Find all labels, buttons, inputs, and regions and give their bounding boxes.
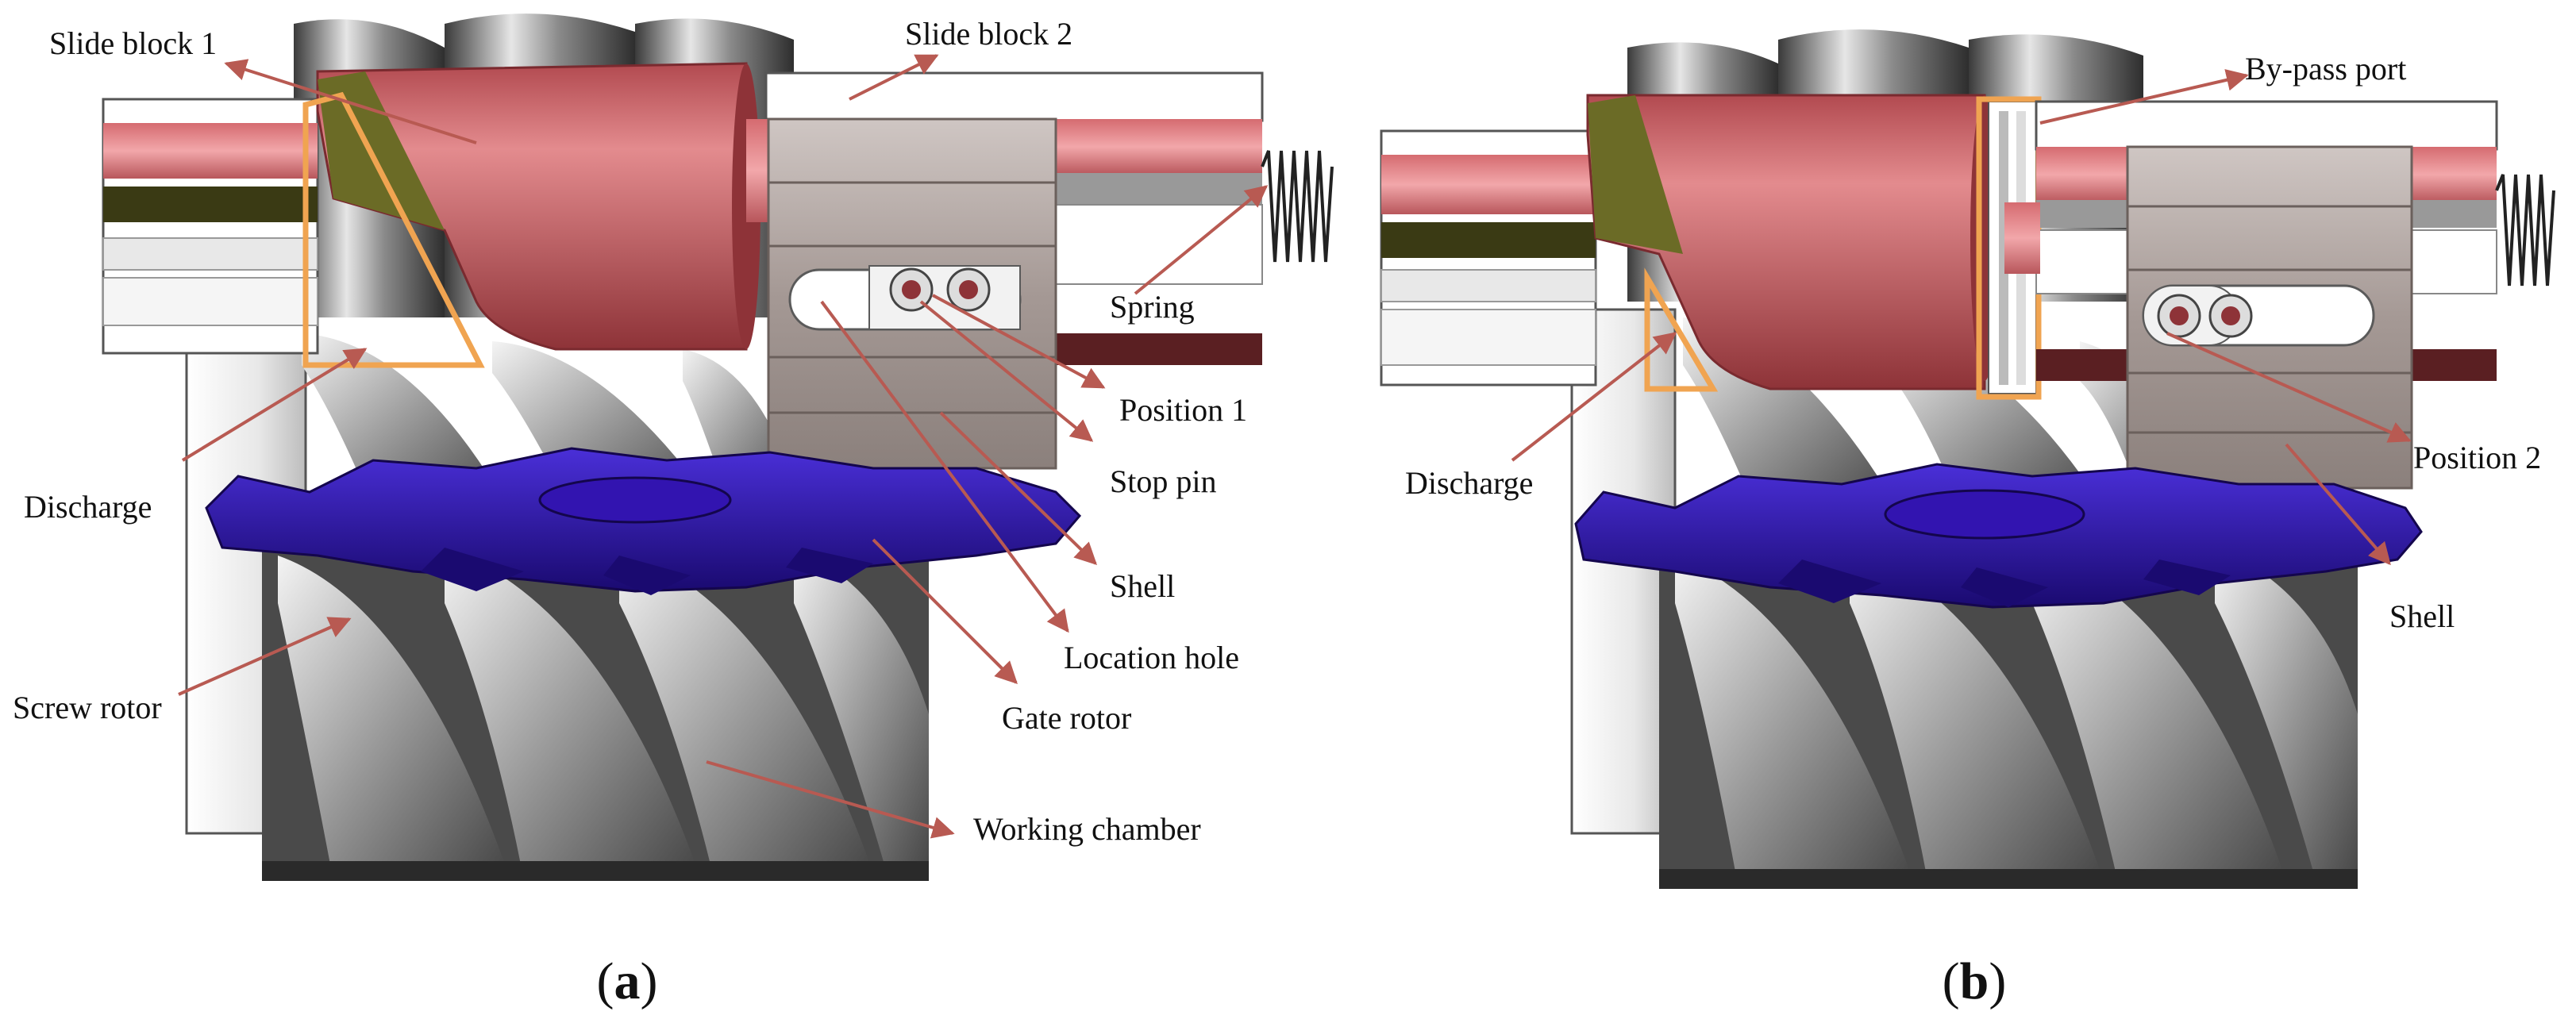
by-pass-port bbox=[1988, 101, 2037, 394]
leader-location-hole bbox=[820, 300, 1069, 633]
leader-position-2 bbox=[2166, 332, 2412, 443]
leader-slide-block-2 bbox=[849, 54, 939, 101]
discharge-pipe-left-b bbox=[1380, 129, 1597, 387]
leader-discharge-b bbox=[1511, 332, 1677, 462]
label-spring: Spring bbox=[1110, 289, 1195, 325]
discharge-highlight bbox=[302, 91, 485, 368]
label-location-hole: Location hole bbox=[1064, 640, 1239, 675]
label-shell: Shell bbox=[1110, 568, 1175, 604]
stop-pin bbox=[889, 267, 991, 312]
label-discharge: Discharge bbox=[24, 489, 152, 525]
label-shell-b: Shell bbox=[2389, 598, 2455, 634]
discharge-pipe-left bbox=[102, 98, 319, 355]
gate-rotor bbox=[205, 447, 1082, 595]
leader-working-chamber bbox=[706, 760, 955, 839]
label-working-chamber: Working chamber bbox=[973, 811, 1201, 847]
gate-rotor-b bbox=[1574, 463, 2423, 609]
panel-b: By-pass port Discharge Position 2 Shell … bbox=[1380, 29, 2555, 1010]
spring-b bbox=[2495, 174, 2555, 287]
label-discharge-b: Discharge bbox=[1405, 465, 1533, 501]
leader-position-1 bbox=[932, 294, 1106, 389]
leader-slide-block-1 bbox=[224, 59, 477, 144]
leader-shell-b bbox=[2285, 443, 2391, 566]
label-stop-pin: Stop pin bbox=[1110, 463, 1216, 499]
leader-lines-b bbox=[1511, 69, 2412, 566]
leader-lines-a bbox=[178, 54, 1269, 839]
leader-stop-pin bbox=[919, 300, 1094, 442]
leader-screw-rotor bbox=[178, 617, 352, 696]
caption-b: (b) bbox=[1943, 952, 2007, 1010]
label-screw-rotor: Screw rotor bbox=[13, 690, 162, 725]
leader-spring bbox=[1134, 185, 1269, 295]
slide-block-b bbox=[1586, 94, 1999, 390]
panel-a: Slide block 1 Slide block 2 Spring Posit… bbox=[13, 13, 1334, 1010]
caption-a: (a) bbox=[597, 952, 658, 1010]
leader-by-pass-port bbox=[2039, 69, 2249, 125]
label-position-2: Position 2 bbox=[2413, 440, 2541, 475]
leader-shell bbox=[939, 411, 1098, 565]
leader-gate-rotor bbox=[872, 538, 1018, 684]
spring bbox=[1261, 150, 1334, 263]
label-slide-block-2: Slide block 2 bbox=[905, 16, 1072, 52]
label-gate-rotor: Gate rotor bbox=[1002, 700, 1131, 736]
discharge-highlight-b bbox=[1644, 267, 1719, 392]
label-by-pass-port: By-pass port bbox=[2245, 51, 2406, 87]
label-slide-block-1: Slide block 1 bbox=[49, 25, 217, 61]
stop-pin-b bbox=[2157, 294, 2253, 338]
leader-discharge bbox=[181, 348, 368, 462]
label-position-1: Position 1 bbox=[1119, 392, 1247, 428]
